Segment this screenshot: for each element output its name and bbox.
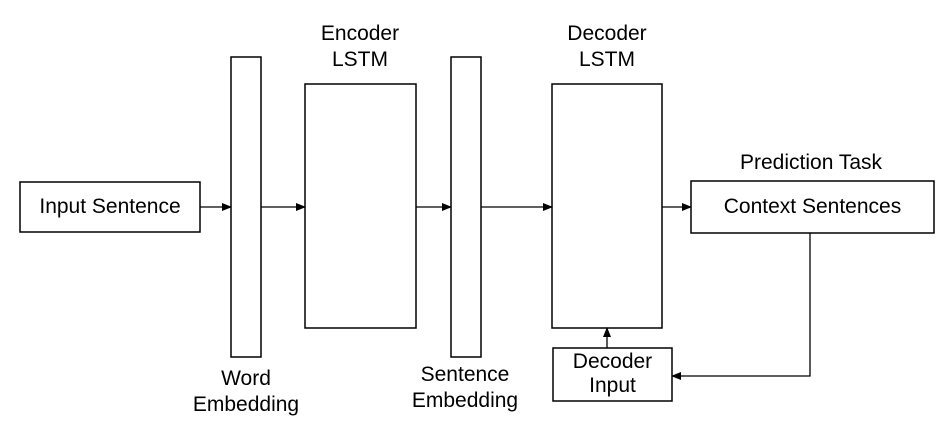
decoder-input-label-line1: Decoder xyxy=(572,350,653,373)
decoder-input-label: Decoder Input xyxy=(553,350,672,398)
decoder-lstm-label: Decoder LSTM xyxy=(547,21,667,73)
decoder-input-label-line2: Input xyxy=(589,374,636,397)
edge-context-sentences-to-decoder-input xyxy=(671,233,811,380)
encoder-lstm-label: Encoder LSTM xyxy=(300,21,420,73)
word-embedding-label-line2: Embedding xyxy=(192,393,300,416)
sentence-embedding-label: Sentence Embedding xyxy=(400,362,530,414)
sentence-embedding-box xyxy=(450,56,482,358)
word-embedding-box xyxy=(230,56,262,358)
decoder-input-box xyxy=(552,347,673,402)
word-embedding-label: Word Embedding xyxy=(186,366,306,418)
sentence-embedding-label-line1: Sentence xyxy=(420,363,510,386)
encoder-lstm-label-line2: LSTM xyxy=(331,48,388,71)
decoder-lstm-label-line1: Decoder xyxy=(567,22,647,45)
prediction-task-label: Prediction Task xyxy=(739,151,883,174)
word-embedding-label-line1: Word xyxy=(221,367,271,390)
decoder-lstm-label-line2: LSTM xyxy=(578,48,635,71)
input-sentence-box xyxy=(19,181,201,233)
encoder-lstm-label-line1: Encoder xyxy=(320,22,400,45)
sentence-embedding-label-line2: Embedding xyxy=(411,389,519,412)
decoder-lstm-box xyxy=(551,83,663,329)
encoder-lstm-box xyxy=(304,83,417,329)
context-sentences-label: Context Sentences xyxy=(723,195,902,218)
input-sentence-label: Input Sentence xyxy=(39,195,181,218)
